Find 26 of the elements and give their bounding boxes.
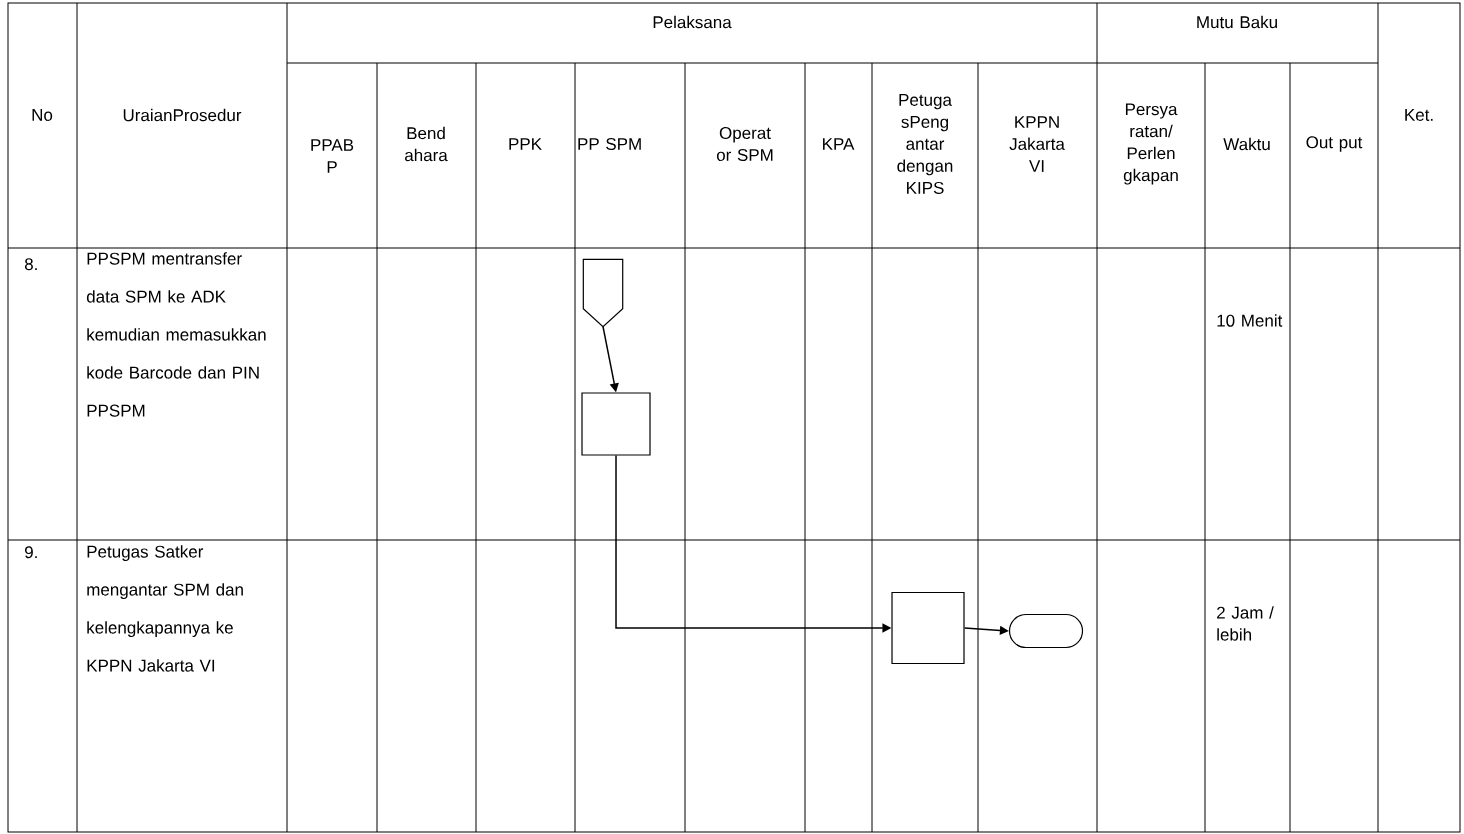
column-header: No xyxy=(32,109,53,121)
process-box xyxy=(581,392,651,456)
column-header: Ket. xyxy=(1405,109,1433,121)
column-header: Persya ratan/ Perlen gkapan xyxy=(1123,103,1178,185)
procedure-text: Petugas Satker mengantar SPM dan kelengkapannya ke KPPN Jakarta VI xyxy=(87,545,243,672)
column-header: PP SPM xyxy=(578,138,641,150)
column-header: KPA xyxy=(823,138,855,150)
column-header: Operat or SPM xyxy=(716,127,773,161)
column-header: Out put xyxy=(1306,136,1363,152)
column-header: Bend ahara xyxy=(405,126,448,162)
time-text: 2 Jam / lebih xyxy=(1217,606,1274,641)
column-header: Waktu xyxy=(1223,137,1270,151)
column-header: PPK xyxy=(509,138,542,150)
column-header: Pelaksana xyxy=(653,15,732,29)
column-header: UraianProsedur xyxy=(123,108,242,122)
row-number: 8. xyxy=(24,258,37,271)
terminator-shape xyxy=(1008,613,1084,649)
time-text: 10 Menit xyxy=(1217,314,1283,327)
row-number: 9. xyxy=(25,546,37,559)
column-header: PPAB P xyxy=(311,139,354,173)
process-box xyxy=(891,591,965,665)
offpage-connector xyxy=(582,258,624,328)
column-header: KPPN Jakarta VI xyxy=(1009,116,1065,172)
column-header: Mutu Baku xyxy=(1197,15,1277,29)
column-header: Petuga sPeng antar dengan KIPS xyxy=(897,94,953,194)
procedure-text: PPSPM mentransfer data SPM ke ADK kemudian memasukkan kode Barcode dan PIN PPSPM xyxy=(86,252,266,417)
